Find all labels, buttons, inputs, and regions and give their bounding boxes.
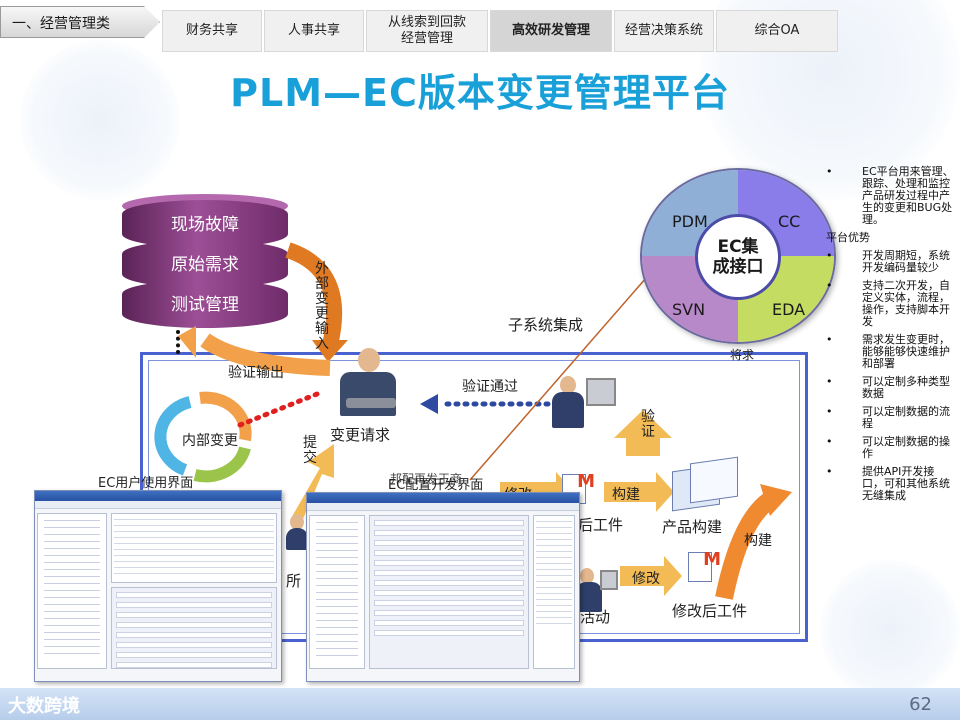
background-flower	[20, 40, 180, 200]
panel-item: 可以定制数据的操作	[826, 436, 956, 460]
person-engineer-icon	[286, 512, 310, 552]
modified-artifact-top-label: 后工件	[578, 516, 624, 534]
build-top-label: 构建	[612, 487, 640, 503]
subsystem-integration-label: 子系统集成	[508, 316, 584, 334]
section-tab[interactable]: 一、经营管理类	[0, 6, 160, 38]
footer-bar	[0, 688, 960, 720]
partial-top-mid-label: 邦配再发王商	[390, 472, 463, 486]
ec-config-ui-label: EC配置开发界面	[388, 478, 484, 493]
ec-user-ui-label: EC用户使用界面	[98, 476, 194, 491]
modify-bottom-label: 修改	[632, 571, 660, 587]
quadrant-label-eda: EDA	[772, 300, 806, 319]
nav-item-finance[interactable]: 财务共享	[162, 10, 262, 52]
external-input-label: 外部变更输入	[315, 261, 329, 352]
dotted-connector	[176, 330, 180, 354]
verify-label: 验证	[641, 409, 655, 440]
window-titlebar	[307, 493, 579, 503]
background-flower	[820, 560, 960, 700]
window-form-panel	[111, 587, 277, 669]
window-titlebar	[35, 491, 281, 501]
person-developer-icon	[576, 566, 620, 616]
panel-item: 提供API开发接口，可和其他系统无缝集成	[826, 466, 956, 502]
partial-word-label: 所	[286, 572, 302, 590]
page-number: 62	[909, 694, 932, 715]
page-title: PLM—EC版本变更管理平台	[230, 71, 730, 115]
window-form-panel	[369, 515, 529, 669]
person-phone-icon	[326, 346, 406, 422]
section-tab-label: 一、经营管理类	[12, 16, 110, 32]
window-grid-panel	[111, 513, 277, 583]
window-menubar	[35, 501, 281, 509]
top-navigation: 财务共享 人事共享 从线索到回款 经营管理 高效研发管理 经营决策系统 综合OA	[162, 10, 840, 52]
quadrant-label-cc: CC	[778, 212, 801, 231]
document-icon	[688, 549, 721, 582]
change-request-label: 变更请求	[330, 426, 391, 444]
window-tree-panel	[37, 513, 107, 669]
window-property-panel	[533, 515, 575, 669]
brand-logo: 大数跨境	[8, 696, 80, 717]
nav-item-hr[interactable]: 人事共享	[264, 10, 364, 52]
modified-artifact-bottom-label: 修改后工件	[672, 602, 748, 620]
panel-item: 开发周期短，系统开发编码量较少	[826, 250, 956, 274]
panel-item: 可以定制多种类型数据	[826, 376, 956, 400]
window-menubar	[307, 503, 579, 511]
nav-item-oa[interactable]: 综合OA	[716, 10, 838, 52]
document-icon	[562, 471, 595, 504]
panel-intro: EC平台用来管理、跟踪、处理和监控产品研发过程中产生的变更和BUG处理。	[826, 166, 956, 226]
ec-integration-center: EC集 成接口	[695, 214, 781, 300]
person-computer-icon	[550, 372, 622, 432]
database-item-test-management: 测试管理	[122, 280, 288, 328]
submit-label: 提交	[303, 435, 317, 466]
product-build-icon	[672, 456, 742, 514]
ec-config-ui-screenshot	[306, 492, 580, 682]
right-panel: EC平台用来管理、跟踪、处理和监控产品研发过程中产生的变更和BUG处理。 平台优…	[826, 166, 956, 508]
window-tree-panel	[309, 515, 365, 669]
partial-top-right-label: 将求	[730, 348, 755, 362]
activity-label: 活动	[580, 608, 611, 626]
verify-output-label: 验证输出	[228, 365, 284, 381]
quadrant-label-pdm: PDM	[672, 212, 708, 231]
build-right-label: 构建	[744, 533, 772, 549]
panel-heading: 平台优势	[826, 231, 870, 244]
quadrant-label-svn: SVN	[672, 300, 706, 319]
product-build-label: 产品构建	[662, 518, 723, 536]
panel-item: 支持二次开发，自定义实体，流程，操作，支持脚本开发	[826, 280, 956, 328]
ec-user-ui-screenshot	[34, 490, 282, 682]
nav-item-rd-management[interactable]: 高效研发管理	[490, 10, 612, 52]
panel-item: 需求发生变更时，能够能够快速维护和部署	[826, 334, 956, 370]
internal-change-label: 内部变更	[182, 433, 238, 449]
panel-item: 可以定制数据的流程	[826, 406, 956, 430]
section-tab-shape	[0, 6, 160, 38]
verify-pass-label: 验证通过	[462, 379, 518, 395]
nav-item-decision-system[interactable]: 经营决策系统	[614, 10, 714, 52]
nav-item-lead-to-cash[interactable]: 从线索到回款 经营管理	[366, 10, 488, 52]
